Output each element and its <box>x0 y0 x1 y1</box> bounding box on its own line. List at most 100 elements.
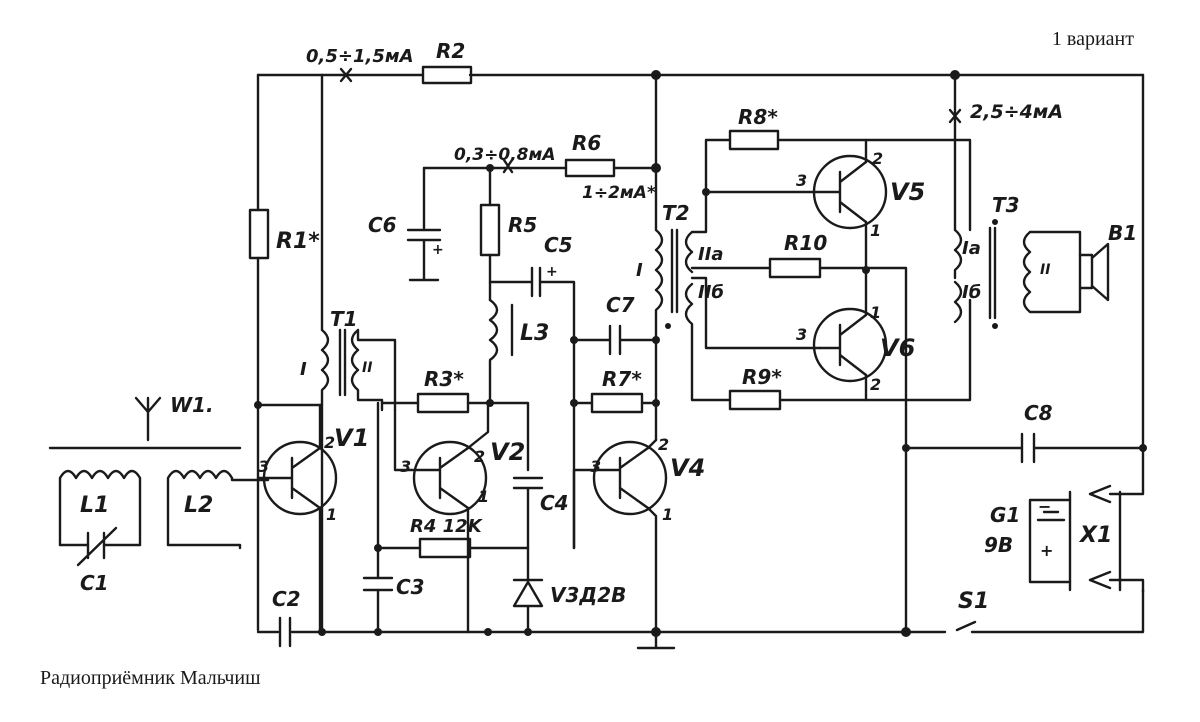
resistor-r6-label: R6 <box>572 131 601 155</box>
capacitor-c4: C4 <box>512 476 569 562</box>
v2-pin-emitter: 1 <box>478 487 489 506</box>
t3-winding-ii: II <box>1040 262 1050 278</box>
transistor-v1: 3 2 1 V1 <box>256 403 369 634</box>
resistor-r4: R4 12K <box>376 516 530 559</box>
transistor-v4-label: V4 <box>670 454 705 482</box>
connector-x1: X1 <box>1068 484 1145 594</box>
transistor-v6-label: V6 <box>880 334 915 362</box>
v2-pin-base: 3 <box>400 457 411 476</box>
antenna-w1: W1. <box>48 393 242 450</box>
resistor-r10: R10 <box>690 231 908 634</box>
transistor-v5-label: V5 <box>890 178 925 206</box>
capacitor-c6-label: C6 <box>368 213 397 237</box>
v6-pin-base: 3 <box>796 325 807 344</box>
top-supply-rail <box>256 73 1145 632</box>
junction-dots <box>254 70 1147 637</box>
t2-winding-iib: IIб <box>698 282 724 303</box>
battery-g1: G1 9В − + <box>984 497 1072 584</box>
capacitor-c3: C3 <box>362 401 425 634</box>
antenna-label: W1. <box>170 393 214 417</box>
transformer-t1: T1 I II <box>256 73 397 634</box>
coil-l3-label: L3 <box>520 321 549 346</box>
switch-s1: S1 <box>958 589 989 614</box>
t1-winding-i: I <box>300 359 307 380</box>
capacitor-c2-label: C2 <box>272 587 301 611</box>
coil-l1: L1 <box>58 469 142 547</box>
battery-g1-label: G1 <box>990 503 1020 527</box>
connector-x1-label: X1 <box>1078 523 1112 548</box>
capacitor-c7: C7 <box>572 293 658 356</box>
coil-l2-label: L2 <box>184 493 213 518</box>
resistor-r2: R2 <box>421 39 473 85</box>
transistor-v2-label: V2 <box>490 438 525 466</box>
resistor-r7: R7* <box>572 367 658 414</box>
v5-pin-collector: 2 <box>872 149 883 168</box>
capacitor-c4-label: C4 <box>540 491 569 515</box>
diode-v3-label: V3Д2В <box>550 583 626 607</box>
resistor-r1: R1* <box>248 208 320 260</box>
t3-winding-ib: Iб <box>962 282 981 303</box>
v6-pin-collector: 2 <box>870 375 881 394</box>
resistor-r7-label: R7* <box>602 367 642 391</box>
current-r2-label: 0,5÷1,5мА <box>306 46 414 67</box>
transistor-v1-label: V1 <box>334 424 369 452</box>
v4-pin-base: 3 <box>590 457 601 476</box>
resistor-r8-label: R8* <box>738 105 778 129</box>
t3-winding-ia: Iа <box>962 238 981 259</box>
capacitor-c5-label: C5 <box>544 233 573 257</box>
transistor-v4: 3 2 1 V4 <box>572 435 705 634</box>
v2-pin-collector: 2 <box>474 447 485 466</box>
capacitor-c1-label: C1 <box>80 571 109 595</box>
coil-l1-label: L1 <box>80 493 109 518</box>
bottom-ground-rail <box>256 588 1145 650</box>
capacitor-c7-label: C7 <box>606 293 635 317</box>
transformer-t3-label: T3 <box>992 193 1020 217</box>
t1-winding-ii: II <box>362 360 372 376</box>
battery-plus: + <box>1040 541 1053 560</box>
resistor-r5: R5 <box>479 166 537 302</box>
battery-voltage-label: 9В <box>984 533 1013 557</box>
battery-minus: − <box>1038 497 1051 516</box>
resistor-r2-label: R2 <box>436 39 465 63</box>
c6-plus: + <box>432 242 444 258</box>
resistor-r1-label: R1* <box>276 229 320 254</box>
coil-l3: L3 <box>488 280 549 405</box>
resistor-r9: R9* <box>728 298 972 411</box>
transformer-t3: T3 Iа Iб II 2,5÷4мА <box>948 73 1082 324</box>
speaker-b1-label: B1 <box>1108 221 1137 245</box>
v1-pin-collector: 2 <box>324 433 335 452</box>
v5-pin-emitter: 1 <box>870 221 881 240</box>
transistor-v6: 3 1 2 V6 <box>796 268 915 402</box>
resistor-r6-branch: R6 0,3÷0,8мА <box>422 131 658 178</box>
v4-pin-collector: 2 <box>658 435 669 454</box>
capacitor-c6: C6 + <box>368 166 444 282</box>
transistor-v5: 3 2 1 V5 <box>704 138 925 272</box>
current-t2-label: 1÷2мА* <box>582 183 656 203</box>
capacitor-c8: C8 <box>904 401 1145 464</box>
resistor-r8: R8* <box>704 105 972 232</box>
resistor-r5-label: R5 <box>508 213 537 237</box>
transformer-t2-label: T2 <box>662 201 690 225</box>
c5-plus: + <box>546 264 558 280</box>
v6-pin-emitter: 1 <box>870 303 881 322</box>
v4-pin-emitter: 1 <box>662 505 673 524</box>
transformer-t2: T2 I IIа IIб 1÷2мА* <box>582 73 822 442</box>
resistor-r9-label: R9* <box>742 365 782 389</box>
transformer-t1-label: T1 <box>330 307 358 331</box>
capacitor-c8-label: C8 <box>1024 401 1053 425</box>
speaker-b1: B1 <box>1078 221 1137 302</box>
v1-pin-base: 3 <box>258 457 269 476</box>
capacitor-c1: C1 <box>76 526 118 595</box>
resistor-r4-label: R4 12K <box>410 516 484 537</box>
current-out-label: 2,5÷4мА <box>970 101 1063 123</box>
coil-l2: L2 <box>166 469 270 550</box>
v1-pin-emitter: 1 <box>326 505 337 524</box>
resistor-r3-label: R3* <box>424 367 464 391</box>
diode-v3: V3Д2В <box>512 558 626 634</box>
v5-pin-base: 3 <box>796 171 807 190</box>
diagram-caption: Радиоприёмник Мальчиш <box>40 667 261 689</box>
switch-s1-label: S1 <box>958 589 989 614</box>
capacitor-c3-label: C3 <box>396 575 425 599</box>
capacitor-c2: C2 <box>272 587 301 648</box>
